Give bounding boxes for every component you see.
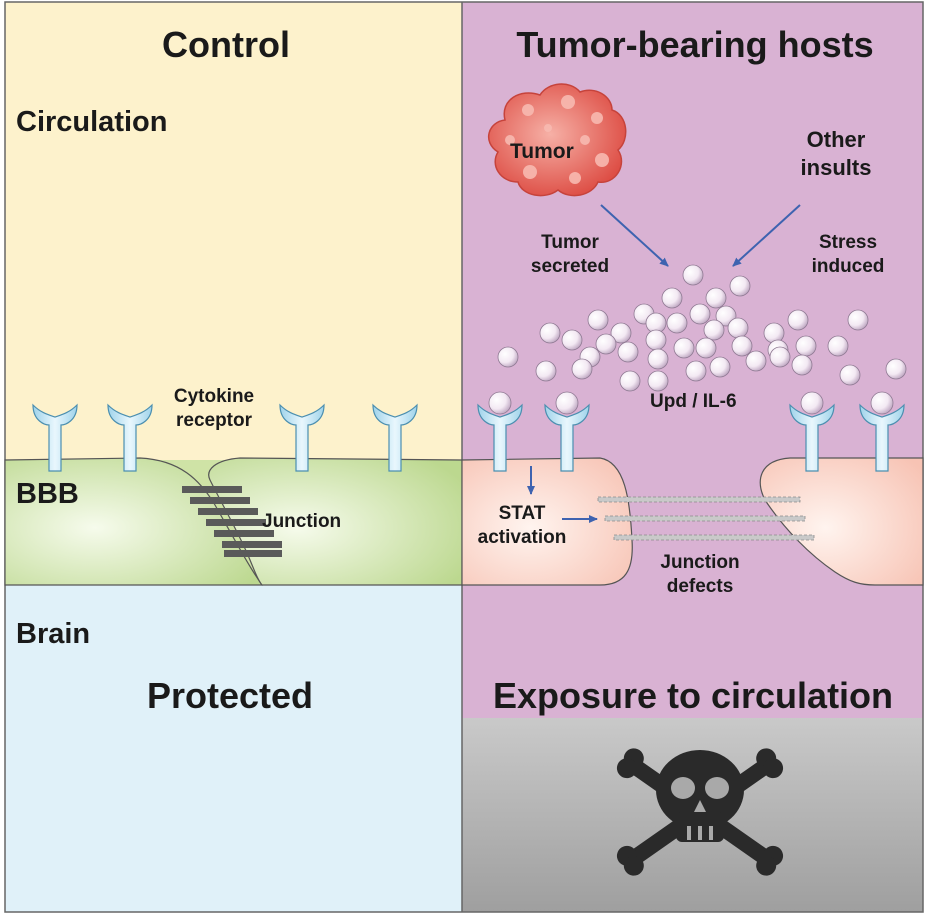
cytokine-particle (647, 348, 669, 370)
bound-receptor (859, 391, 905, 472)
circulation-label: Circulation (16, 106, 168, 138)
cytokine-particle (839, 364, 861, 386)
cytokine-particle (539, 322, 561, 344)
cytokine-particle (673, 337, 695, 359)
control-panel-title: Control (162, 24, 290, 65)
cytokine-cloud (497, 264, 907, 392)
cytokine-particle (769, 346, 791, 368)
cytokine-particle (661, 287, 683, 309)
cytokine-particle (647, 370, 669, 392)
junction-label: Junction (262, 511, 342, 532)
bound-receptor (544, 391, 590, 472)
cytokine-particle (847, 309, 869, 331)
cytokine-particle (535, 360, 557, 382)
tight-junction (182, 486, 282, 557)
bound-receptor (789, 391, 835, 472)
cytokine-particle (561, 329, 583, 351)
cytokine-particle (729, 275, 751, 297)
cytokine-particle (787, 309, 809, 331)
exposure-label: Exposure to circulation (492, 675, 894, 716)
cytokine-particle (791, 354, 813, 376)
cytokine-particle (617, 341, 639, 363)
cytokine-particle (703, 319, 725, 341)
cytokine-receptor (372, 403, 418, 472)
protected-label: Protected (146, 675, 314, 716)
cytokine-particle (695, 337, 717, 359)
junction-defects-label: Junction defects (660, 552, 740, 597)
cytokine-particle (610, 322, 632, 344)
cytokine-receptor (107, 403, 153, 472)
tumor-mass-icon (487, 83, 627, 197)
cytokine-particle (619, 370, 641, 392)
tumor-label: Tumor (510, 140, 574, 163)
cytokine-particle (727, 317, 749, 339)
cytokine-particle (885, 358, 907, 380)
cytokine-particle (595, 333, 617, 355)
cytokine-receptor (32, 403, 78, 472)
cytokine-particle (745, 350, 767, 372)
control-brain-region (5, 585, 462, 912)
figure-border (4, 1, 924, 913)
cytokine-particle (497, 346, 519, 368)
cytokine-particle (795, 335, 817, 357)
cytokine-particle (731, 335, 753, 357)
bound-receptor (477, 391, 523, 472)
control-circulation-region (5, 2, 462, 460)
cytokine-particle (682, 264, 704, 286)
cytokine-particle (666, 312, 688, 334)
cytokine-particle (763, 322, 785, 344)
defective-junction (597, 496, 815, 541)
cytokine-particle (571, 358, 593, 380)
brain-label: Brain (16, 618, 91, 650)
cytokine-particle (587, 309, 609, 331)
tumor-panel-title: Tumor-bearing hosts (516, 24, 874, 65)
stat-activation-label: STAT activation (477, 503, 567, 548)
tumor-secretion-arrow (600, 204, 669, 267)
upd-il6-label: Upd / IL-6 (650, 391, 737, 412)
cytokine-particle (827, 335, 849, 357)
skull-crossbones-icon (616, 748, 784, 876)
stress-induced-label: Stress induced (811, 232, 885, 277)
cytokine-particle (705, 287, 727, 309)
cytokine-particle (689, 303, 711, 325)
tumor-endothelial-cell-right (759, 457, 924, 586)
tumor-secreted-label: Tumor secreted (530, 232, 610, 277)
stress-arrow (732, 204, 801, 267)
bbb-label: BBB (16, 478, 79, 510)
cytokine-particle (709, 356, 731, 378)
cytokine-particle (685, 360, 707, 382)
other-insults-label: Other insults (800, 127, 872, 180)
cytokine-receptor (279, 403, 325, 472)
cytokine-receptor-label: Cytokine receptor (173, 386, 255, 431)
cytokine-particle (645, 329, 667, 351)
